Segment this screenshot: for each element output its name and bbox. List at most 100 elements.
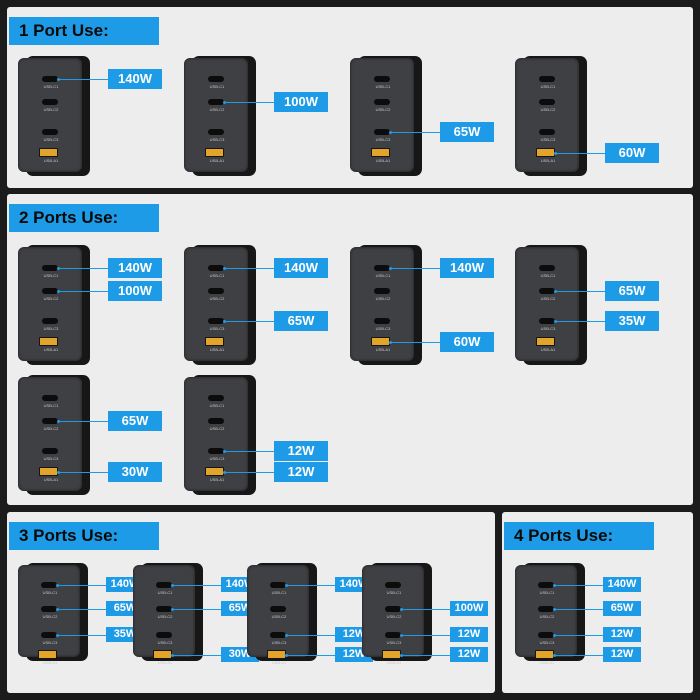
usb-c-port (41, 606, 57, 612)
usb-c-port (374, 318, 390, 324)
usb-c-port (42, 395, 58, 401)
usb-a-port (205, 467, 224, 476)
connector-line (554, 609, 603, 610)
usb-a-port (205, 337, 224, 346)
wattage-label: 140W (108, 258, 162, 278)
port-label: USB-A1 (209, 477, 225, 482)
wattage-label: 140W (440, 258, 494, 278)
wattage-label: 100W (108, 281, 162, 301)
port-label: USB-C2 (375, 107, 391, 112)
connector-line (172, 655, 221, 656)
port-label: USB-C2 (43, 426, 59, 431)
usb-c-port (374, 99, 390, 105)
port-label: USB-C2 (539, 614, 555, 619)
usb-c-port (42, 418, 58, 424)
usb-c-port (42, 99, 58, 105)
port-label: USB-A1 (43, 158, 59, 163)
connector-line (58, 472, 108, 473)
usb-c-port (270, 606, 286, 612)
port-label: USB-C3 (209, 456, 225, 461)
wattage-label: 12W (274, 462, 328, 482)
connector-line (57, 635, 106, 636)
usb-c-port (374, 288, 390, 294)
usb-c-port (208, 265, 224, 271)
connector-line (224, 102, 274, 103)
section-title: 3 Ports Use: (9, 522, 159, 550)
usb-c-port (385, 606, 401, 612)
usb-c-port (208, 288, 224, 294)
usb-a-port (536, 148, 555, 157)
port-label: USB-A1 (209, 158, 225, 163)
usb-c-port (156, 606, 172, 612)
port-label: USB-C2 (375, 296, 391, 301)
usb-c-port (539, 265, 555, 271)
port-label: USB-A1 (375, 158, 391, 163)
usb-c-port (270, 632, 286, 638)
wattage-label: 140W (108, 69, 162, 89)
usb-c-port (374, 265, 390, 271)
port-label: USB-C2 (540, 107, 556, 112)
section-title: 4 Ports Use: (504, 522, 654, 550)
wattage-label: 65W (603, 601, 641, 616)
port-label: USB-C1 (386, 590, 402, 595)
wattage-label: 12W (603, 627, 641, 642)
connector-line (390, 268, 440, 269)
usb-c-port (208, 318, 224, 324)
wattage-label: 12W (274, 441, 328, 461)
connector-line (57, 609, 106, 610)
port-label: USB-A1 (386, 660, 402, 665)
connector-line (286, 635, 335, 636)
port-label: USB-C2 (43, 107, 59, 112)
usb-c-port (374, 129, 390, 135)
port-label: USB-C1 (43, 273, 59, 278)
port-label: USB-C1 (540, 273, 556, 278)
port-label: USB-A1 (539, 660, 555, 665)
port-label: USB-C1 (209, 403, 225, 408)
usb-a-port (267, 650, 286, 659)
usb-a-port (39, 337, 58, 346)
port-label: USB-C3 (540, 137, 556, 142)
usb-a-port (205, 148, 224, 157)
port-label: USB-A1 (540, 347, 556, 352)
connector-line (286, 655, 335, 656)
port-label: USB-A1 (540, 158, 556, 163)
port-label: USB-C1 (157, 590, 173, 595)
port-label: USB-C1 (539, 590, 555, 595)
usb-c-port (538, 632, 554, 638)
usb-c-port (208, 76, 224, 82)
wattage-label: 60W (440, 332, 494, 352)
connector-line (554, 635, 603, 636)
connector-line (401, 655, 450, 656)
port-label: USB-C1 (43, 403, 59, 408)
port-label: USB-C1 (42, 590, 58, 595)
port-label: USB-C3 (42, 640, 58, 645)
usb-c-port (42, 448, 58, 454)
usb-a-port (38, 650, 57, 659)
usb-a-port (535, 650, 554, 659)
usb-c-port (374, 76, 390, 82)
port-label: USB-C2 (209, 426, 225, 431)
usb-a-port (536, 337, 555, 346)
usb-a-port (39, 467, 58, 476)
usb-c-port (208, 418, 224, 424)
connector-line (224, 321, 274, 322)
usb-a-port (39, 148, 58, 157)
usb-c-port (385, 632, 401, 638)
port-label: USB-C1 (271, 590, 287, 595)
port-label: USB-C2 (42, 614, 58, 619)
usb-c-port (42, 129, 58, 135)
connector-line (555, 321, 605, 322)
port-label: USB-C3 (539, 640, 555, 645)
port-label: USB-C1 (43, 84, 59, 89)
port-label: USB-C3 (375, 137, 391, 142)
port-label: USB-C2 (209, 296, 225, 301)
connector-line (224, 451, 274, 452)
connector-line (555, 153, 605, 154)
